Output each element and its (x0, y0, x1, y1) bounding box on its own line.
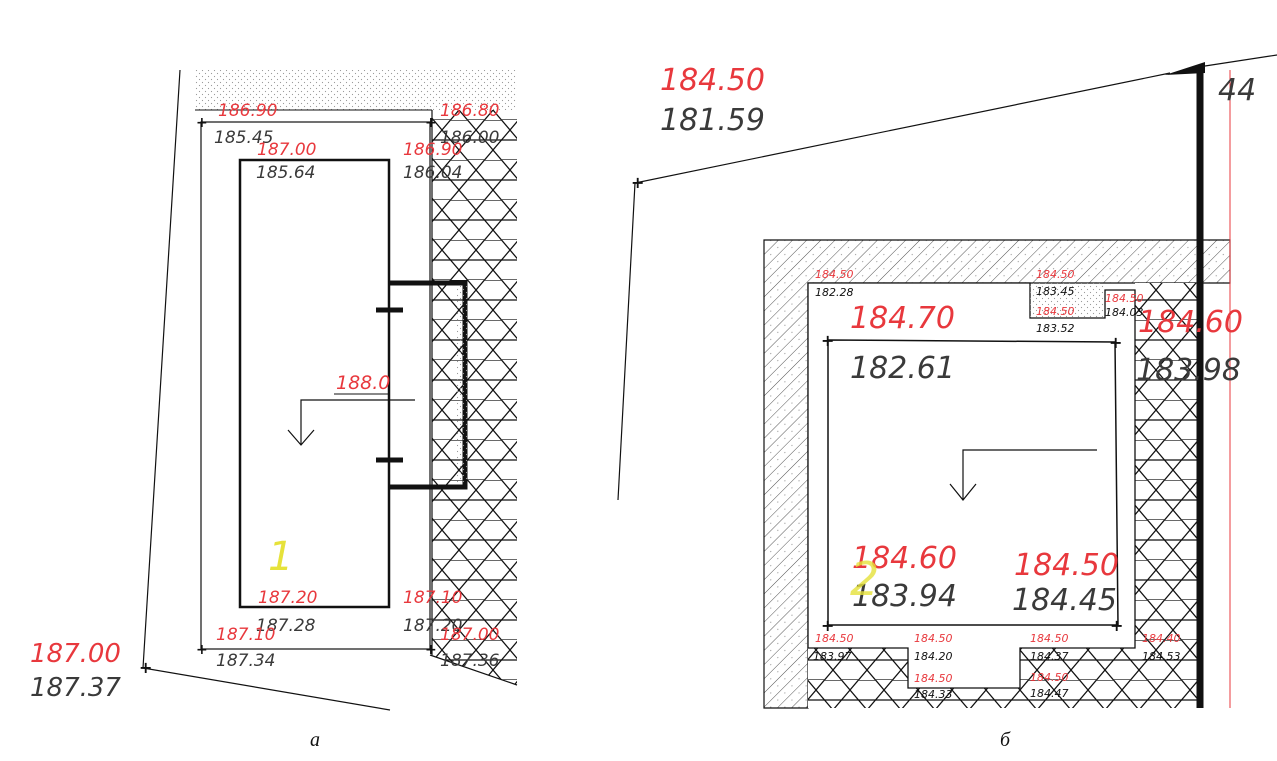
caption-a: а (310, 729, 320, 751)
level-design: 187.20 (258, 588, 317, 608)
svg-text:+: + (821, 616, 834, 635)
level-existing: 187.28 (256, 616, 316, 636)
level-existing: 182.28 (815, 286, 854, 299)
hex-paving-a (432, 110, 517, 685)
level-existing: 184.45 (1012, 583, 1117, 618)
level-existing: 183.45 (1036, 285, 1075, 298)
level-existing: 183.52 (1036, 322, 1075, 335)
level-existing: 185.45 (214, 128, 273, 148)
svg-text:+: + (196, 115, 208, 131)
open-area-b (807, 282, 1136, 689)
site-boundary-b (617, 72, 1171, 501)
level-existing: 186.00 (440, 128, 499, 148)
building-b (827, 339, 1119, 626)
level-design: 184.50 (914, 672, 953, 685)
svg-text:+: + (1109, 333, 1122, 352)
level-existing: 183.98 (1136, 353, 1241, 388)
level-design: 184.50 (1030, 632, 1069, 645)
level-design: 184.50 (1030, 671, 1069, 684)
level-existing: 187.37 (30, 673, 121, 703)
site-boundary-a (142, 69, 391, 711)
level-design: 184.50 (1036, 268, 1075, 281)
zone-number-a: 1 (268, 534, 293, 580)
caption-b: б (1000, 729, 1011, 751)
building-a (238, 158, 391, 609)
level-design: 184.50 (914, 632, 953, 645)
level-design: 184.50 (1036, 305, 1075, 318)
level-existing: 183.97 (813, 650, 852, 663)
level-design: 186.80 (440, 101, 499, 121)
svg-text:+: + (425, 115, 437, 131)
level-existing: 183.94 (852, 579, 957, 614)
center-level-a: 188.0 (336, 372, 390, 394)
level-design: 184.50 (815, 268, 854, 281)
panel-b: + + + + + 184.50 181.59 44 184.70 182.61… (617, 54, 1277, 751)
level-design: 186.90 (218, 101, 277, 121)
level-design: 187.00 (440, 625, 499, 645)
level-existing: 187.34 (216, 651, 275, 671)
level-design: 184.50 (1105, 292, 1144, 305)
level-design: 187.10 (216, 625, 275, 645)
level-design: 184.50 (1014, 548, 1119, 583)
level-design: 187.00 (30, 639, 121, 669)
level-design: 184.50 (815, 632, 854, 645)
level-existing: 184.03 (1105, 306, 1144, 319)
level-existing: 184.33 (914, 688, 953, 701)
level-existing: 184.37 (1030, 650, 1069, 663)
level-design: 184.60 (852, 541, 957, 576)
hex-paving-right (1135, 283, 1200, 708)
paving-strip-top (195, 70, 517, 110)
slope-arrow-a (300, 399, 415, 445)
partial-label: 44 (1218, 73, 1256, 108)
level-existing: 184.53 (1142, 650, 1181, 663)
svg-text:+: + (139, 658, 152, 677)
level-design: 184.40 (1142, 632, 1181, 645)
level-design: 184.50 (660, 63, 765, 98)
level-design: 187.10 (403, 588, 462, 608)
zone-number-b: 2 (850, 552, 879, 606)
slope-arrow-b (962, 449, 1097, 500)
svg-text:+: + (196, 642, 208, 658)
level-existing: 184.47 (1030, 687, 1069, 700)
level-existing: 187.36 (440, 651, 500, 671)
svg-text:+: + (425, 642, 437, 658)
level-design: 186.90 (403, 140, 462, 160)
svg-text:+: + (821, 331, 834, 350)
level-design: 184.60 (1138, 305, 1243, 340)
level-existing: 181.59 (660, 103, 765, 138)
level-design: 187.00 (257, 140, 316, 160)
level-existing: 186.04 (403, 163, 462, 183)
level-design: 184.70 (850, 301, 955, 336)
level-existing: 185.64 (256, 163, 315, 183)
outer-contour-a (200, 121, 431, 650)
svg-text:+: + (1110, 616, 1123, 635)
svg-text:+: + (631, 173, 644, 192)
panel-a: + + + + + 188.0 1 186.90 185.45 187.00 1… (30, 69, 518, 751)
level-existing: 184.20 (914, 650, 953, 663)
level-existing: 187.20 (403, 616, 462, 636)
level-existing: 182.61 (850, 351, 955, 386)
